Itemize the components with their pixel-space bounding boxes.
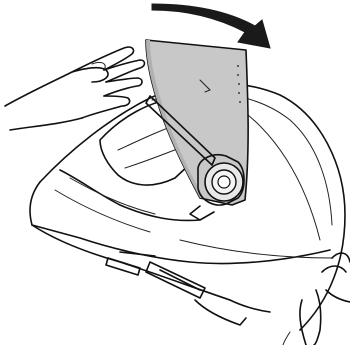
- left-hand-icon: [5, 47, 145, 130]
- right-hand-icon: [283, 253, 350, 345]
- chin-bar: [30, 170, 332, 325]
- rotation-arrow-icon: [152, 4, 270, 48]
